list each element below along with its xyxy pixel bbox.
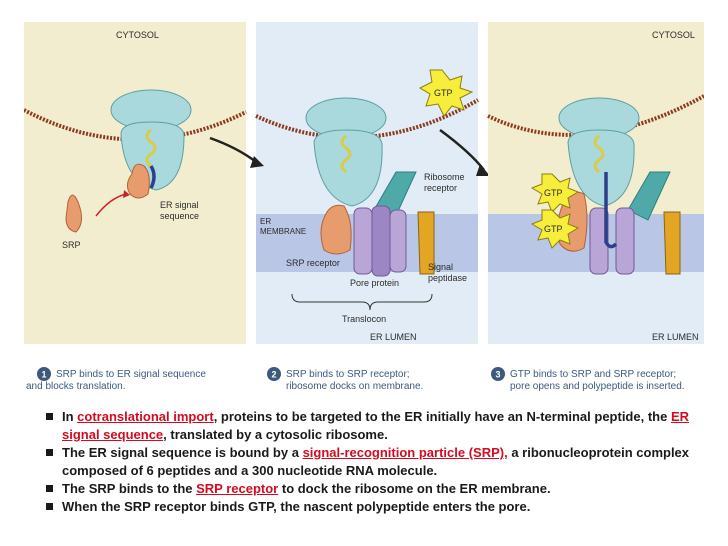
- gtp-burst-a: GTP: [530, 173, 580, 213]
- step-number-2: 2: [271, 370, 276, 380]
- step-number-1: 1: [41, 370, 46, 380]
- bullet-square-icon: [46, 485, 53, 492]
- bullet-highlight: SRP receptor: [196, 481, 279, 496]
- er-lumen-label-right: ER LUMEN: [652, 332, 699, 342]
- bullet-text-before: The SRP binds to the: [62, 481, 197, 496]
- signal-peptidase-line-2: peptidase: [428, 273, 467, 283]
- step-number-badge-1: [37, 367, 51, 381]
- step-text-3-line-2: pore opens and polypeptide is inserted.: [510, 381, 685, 392]
- bullet-square-icon: [46, 449, 53, 456]
- step-text-2: SRP binds to SRP receptor; ribosome dock…: [286, 369, 423, 392]
- step-caption-1: 1 SRP binds to ER signal sequence and bl…: [26, 367, 209, 392]
- panel-2: ER MEMBRANE Ribosome receptor SRP recept…: [255, 22, 480, 344]
- step-text-1-line-2: and blocks translation.: [26, 381, 126, 392]
- step-text-2-line-2: ribosome docks on membrane.: [286, 381, 423, 392]
- step-text-3-line-1: GTP binds to SRP and SRP receptor;: [510, 369, 676, 380]
- er-membrane-label: ER MEMBRANE: [260, 217, 306, 236]
- srp-receptor-label: SRP receptor: [286, 258, 340, 268]
- step-text-3: GTP binds to SRP and SRP receptor; pore …: [510, 369, 685, 392]
- translocon-label: Translocon: [342, 314, 386, 324]
- ribosome-2: [305, 97, 387, 207]
- binding-arrow: [95, 193, 127, 217]
- bullet-item: When the SRP receptor binds GTP, the nas…: [46, 498, 722, 516]
- gtp-label-a: GTP: [544, 188, 563, 198]
- step-text-1: SRP binds to ER signal sequence and bloc…: [26, 369, 209, 392]
- signal-peptidase-3: [663, 211, 681, 275]
- step-text-1-line-1: SRP binds to ER signal sequence: [56, 369, 206, 380]
- polypeptide: [604, 172, 618, 249]
- bullet-text-after-2: , translated by a cytosolic ribosome.: [163, 427, 388, 442]
- ribosome-receptor-3: [627, 171, 671, 221]
- bullet-text-after: a ribonucleoprotein complex composed of …: [62, 445, 690, 478]
- gtp-label-b: GTP: [544, 224, 563, 234]
- step-text-2-line-1: SRP binds to SRP receptor;: [286, 369, 410, 380]
- signal-peptidase-label: Signal peptidase: [428, 262, 467, 283]
- signal-peptidase-line-1: Signal: [428, 262, 453, 272]
- gtp-burst-top: GTP: [418, 69, 474, 117]
- bullet-text-after: to dock the ribosome on the ER membrane.: [278, 481, 551, 496]
- ribosome-receptor-line-2: receptor: [424, 183, 457, 193]
- er-signal-sequence-label: ER signal sequence: [160, 200, 201, 221]
- binding-arrowhead: [123, 190, 130, 198]
- srp-label: SRP: [62, 240, 81, 250]
- ribosome-3: [558, 97, 640, 207]
- pore-protein-3: [589, 207, 635, 275]
- step-arrow-2-3-head: [476, 164, 490, 176]
- srp-free: [65, 194, 82, 233]
- bullet-text-after: , proteins to be targeted to the ER init…: [213, 409, 671, 424]
- srp-receptor: [320, 204, 352, 255]
- panel-3: CYTOSOL ER LUMEN: [487, 22, 704, 344]
- mrna-strand-3: [487, 94, 704, 137]
- bullet-item: The SRP binds to the SRP receptor to doc…: [46, 480, 722, 498]
- ribosome-receptor-line-1: Ribosome: [424, 172, 465, 182]
- translocon-bracket: [291, 293, 433, 311]
- gtp-label-top: GTP: [434, 88, 453, 98]
- bullet-highlight: signal-recognition particle (SRP),: [302, 445, 508, 460]
- bullet-list: In cotranslational import, proteins to b…: [46, 408, 722, 516]
- bullet-highlight-2: ER signal sequence: [62, 409, 689, 442]
- signal-peptidase: [417, 211, 435, 275]
- step-caption-2: 2 SRP binds to SRP receptor; ribosome do…: [267, 367, 423, 392]
- ribosome-receptor-label: Ribosome receptor: [424, 172, 467, 193]
- er-lumen-label-mid: ER LUMEN: [370, 332, 417, 342]
- step-arrow-1-2-head: [250, 156, 264, 168]
- srp-bound-1: [126, 163, 150, 199]
- bullet-text-before: In: [62, 409, 78, 424]
- cytosol-label-left: CYTOSOL: [116, 30, 159, 40]
- srp-pathway-figure: CYTOSOL ER signal sequence SRP: [24, 22, 704, 392]
- bullet-item: In cotranslational import, proteins to b…: [46, 408, 722, 444]
- er-signal-sequence-line-2: sequence: [160, 211, 199, 221]
- er-membrane-line-2: MEMBRANE: [260, 227, 306, 236]
- step-number-badge-3: [491, 367, 505, 381]
- mrna-strand-1: [24, 108, 247, 142]
- bullet-square-icon: [46, 413, 53, 420]
- ribosome-1: [110, 89, 192, 191]
- pore-protein: [353, 205, 407, 277]
- panel-1: CYTOSOL ER signal sequence SRP: [24, 22, 247, 344]
- cytosol-label-right: CYTOSOL: [652, 30, 695, 40]
- pore-protein-label: Pore protein: [350, 278, 399, 288]
- gtp-burst-b: GTP: [530, 209, 580, 249]
- bullet-text-before: When the SRP receptor binds GTP, the nas…: [62, 499, 531, 514]
- bullet-square-icon: [46, 503, 53, 510]
- step-caption-3: 3 GTP binds to SRP and SRP receptor; por…: [491, 367, 685, 392]
- er-membrane-line-1: ER: [260, 217, 271, 226]
- er-signal-sequence-line-1: ER signal: [160, 200, 199, 210]
- bullet-highlight: cotranslational import: [77, 409, 214, 424]
- bullet-text-before: The ER signal sequence is bound by a: [62, 445, 303, 460]
- step-number-3: 3: [495, 370, 500, 380]
- step-number-badge-2: [267, 367, 281, 381]
- bullet-item: The ER signal sequence is bound by a sig…: [46, 444, 722, 480]
